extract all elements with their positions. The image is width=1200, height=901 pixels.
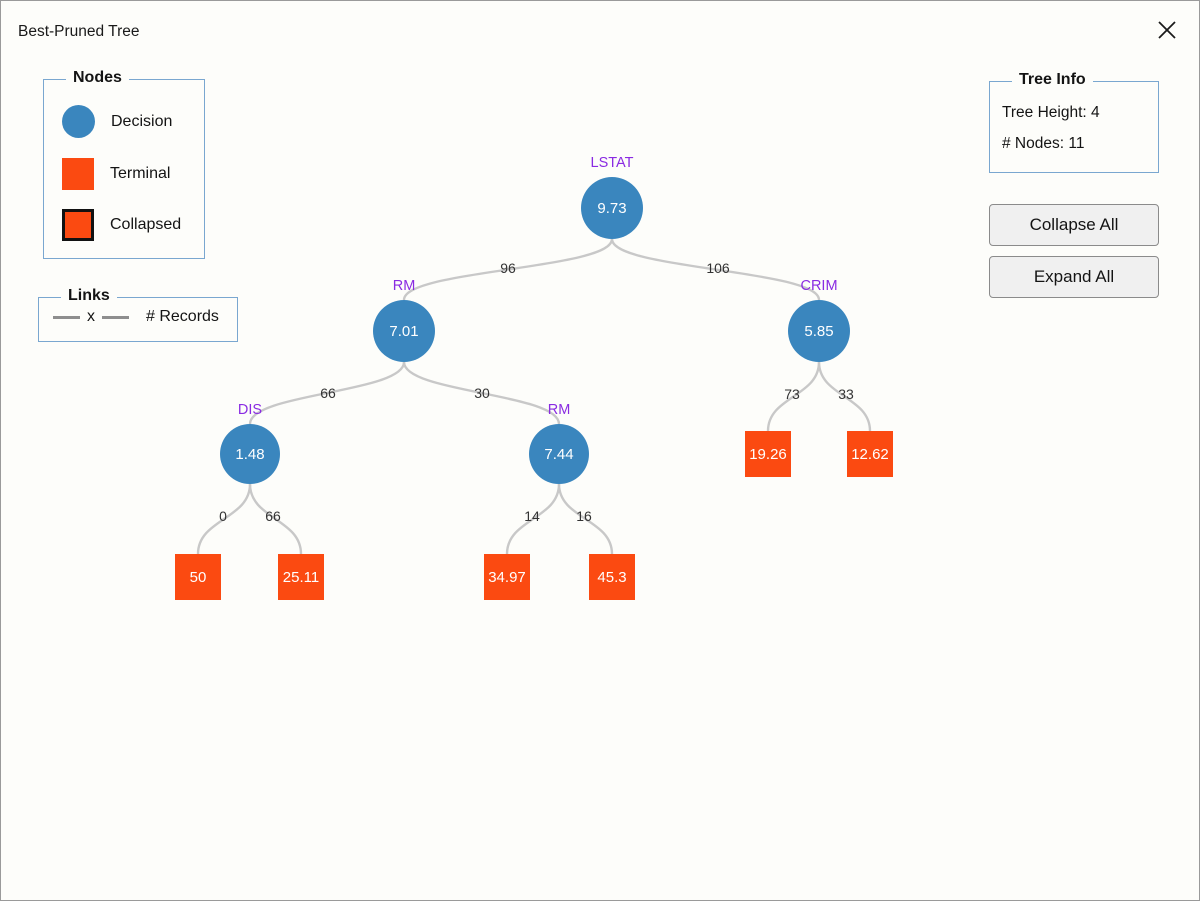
link-record-count: 0 [219, 508, 227, 524]
close-icon[interactable] [1147, 13, 1187, 47]
decision-node-n3[interactable]: 1.48 [220, 424, 280, 484]
collapsed-node-icon [62, 209, 94, 241]
node-variable-label-n2: CRIM [800, 278, 838, 294]
legend-item-terminal: Terminal [62, 158, 170, 190]
link-record-count: 33 [838, 386, 854, 402]
link-dash-left-icon [53, 315, 80, 319]
window-title-bar: Best-Pruned Tree [1, 1, 1199, 59]
decision-node-n2[interactable]: 5.85 [788, 300, 850, 362]
link-record-count: 14 [524, 508, 540, 524]
tree-info-title: Tree Info [1012, 71, 1093, 89]
terminal-node-icon [62, 158, 94, 190]
link-dash-right-icon [102, 315, 129, 319]
expand-all-button[interactable]: Expand All [989, 256, 1159, 298]
link-record-count: 66 [265, 508, 281, 524]
link-record-count: 66 [320, 385, 336, 401]
node-count-value: # Nodes: 11 [1002, 135, 1085, 152]
links-legend-box: Links x # Records [38, 287, 238, 342]
terminal-node-n8[interactable]: 25.11 [278, 554, 324, 600]
terminal-node-n10[interactable]: 45.3 [589, 554, 635, 600]
tree-info-box: Tree Info Tree Height: 4 # Nodes: 11 [989, 71, 1159, 173]
node-variable-label-n4: RM [547, 402, 571, 418]
link-record-count: 16 [576, 508, 592, 524]
legend-item-decision: Decision [62, 105, 172, 138]
decision-node-n4[interactable]: 7.44 [529, 424, 589, 484]
link-record-count: 106 [706, 260, 730, 276]
link-record-count: 96 [500, 260, 516, 276]
terminal-node-n5[interactable]: 19.26 [745, 431, 791, 477]
node-variable-label-n0: LSTAT [590, 155, 634, 171]
legend-label-records: # Records [146, 308, 219, 325]
legend-label-collapsed: Collapsed [110, 216, 182, 233]
close-icon-glyph [1158, 21, 1176, 39]
legend-item-links: x # Records [53, 308, 219, 326]
nodes-legend-box: Nodes Decision Terminal Collapsed [43, 69, 205, 259]
legend-item-collapsed: Collapsed [62, 209, 181, 241]
link-record-count: 73 [784, 386, 800, 402]
collapse-all-button[interactable]: Collapse All [989, 204, 1159, 246]
link-record-count: 30 [474, 385, 490, 401]
node-variable-label-n1: RM [392, 278, 416, 294]
decision-node-n0[interactable]: 9.73 [581, 177, 643, 239]
link-sample-label: x [87, 308, 95, 325]
page-title: Best-Pruned Tree [18, 23, 140, 40]
terminal-node-n7[interactable]: 50 [175, 554, 221, 600]
legend-label-terminal: Terminal [110, 165, 171, 182]
terminal-node-n9[interactable]: 34.97 [484, 554, 530, 600]
tree-height-value: Tree Height: 4 [1002, 104, 1100, 121]
legend-label-decision: Decision [111, 112, 173, 130]
nodes-legend-title: Nodes [66, 69, 129, 87]
decision-node-n1[interactable]: 7.01 [373, 300, 435, 362]
decision-node-icon [62, 105, 95, 138]
terminal-node-n6[interactable]: 12.62 [847, 431, 893, 477]
links-legend-title: Links [61, 287, 117, 305]
node-variable-label-n3: DIS [237, 402, 263, 418]
